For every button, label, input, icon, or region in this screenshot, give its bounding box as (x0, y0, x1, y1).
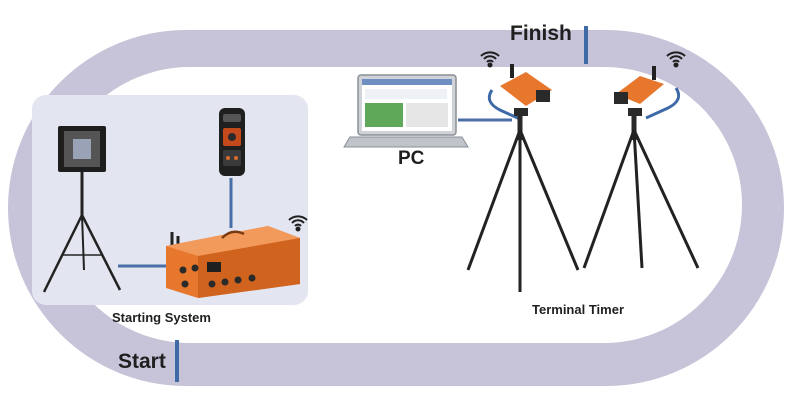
finish-label: Finish (510, 22, 572, 45)
handheld-starter-device (219, 108, 245, 176)
wifi-icon (480, 51, 500, 68)
starting-system-box (166, 226, 300, 298)
terminal-timer-label: Terminal Timer (532, 302, 624, 317)
wifi-icon (666, 51, 686, 68)
terminal-timer-camera-right (582, 66, 700, 269)
wifi-icon (288, 215, 308, 232)
display-board-tripod (42, 126, 122, 293)
laptop-pc (343, 74, 469, 148)
start-label: Start (118, 350, 166, 373)
starting-system-label: Starting System (112, 310, 211, 325)
terminal-timer-camera-left (466, 64, 580, 292)
connection-lines (118, 118, 512, 268)
pc-label: PC (398, 148, 425, 169)
